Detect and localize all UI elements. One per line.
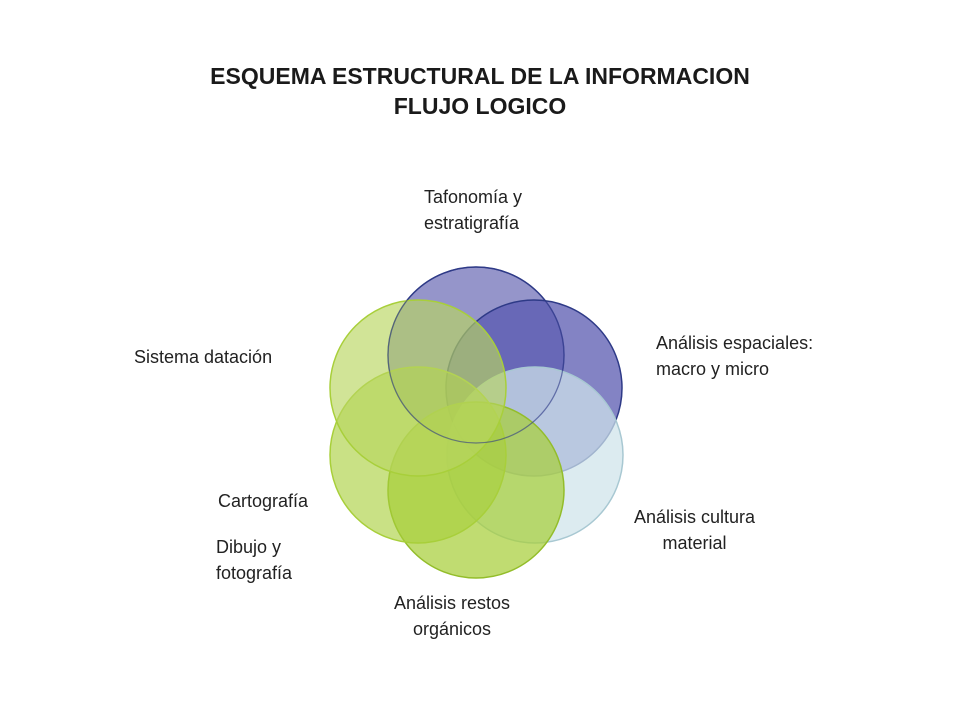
label-dibujo-line-2: fotografía [216, 563, 293, 583]
circle-datacion [329, 299, 507, 477]
label-cultura: Análisis cultura material [634, 504, 755, 556]
label-datacion: Sistema datación [134, 347, 273, 367]
label-organicos-line-2: orgánicos [413, 619, 492, 639]
label-tafonomia-line-1: Tafonomía y [424, 187, 523, 207]
label-dibujo-line-1: Dibujo y [216, 537, 282, 557]
label-espaciales-line-1: Análisis espaciales: [656, 333, 814, 353]
label-organicos-line-1: Análisis restos [394, 593, 511, 613]
label-dibujo: Dibujo y fotografía [216, 534, 292, 586]
label-tafonomia-line-2: estratigrafía [424, 213, 520, 233]
label-organicos: Análisis restos orgánicos [394, 590, 510, 642]
label-espaciales-line-2: macro y micro [656, 359, 770, 379]
label-cultura-line-2: material [662, 533, 727, 553]
label-espaciales: Análisis espaciales: macro y micro [656, 330, 813, 382]
page-subtitle: FLUJO LOGICO [393, 93, 567, 119]
label-cultura-line-1: Análisis cultura [634, 507, 756, 527]
label-cartografia: Cartografía [218, 491, 309, 511]
page-title: ESQUEMA ESTRUCTURAL DE LA INFORMACION [210, 63, 750, 89]
circle-tafonomia-outline [387, 266, 565, 444]
label-tafonomia: Tafonomía y estratigrafía [424, 184, 522, 236]
